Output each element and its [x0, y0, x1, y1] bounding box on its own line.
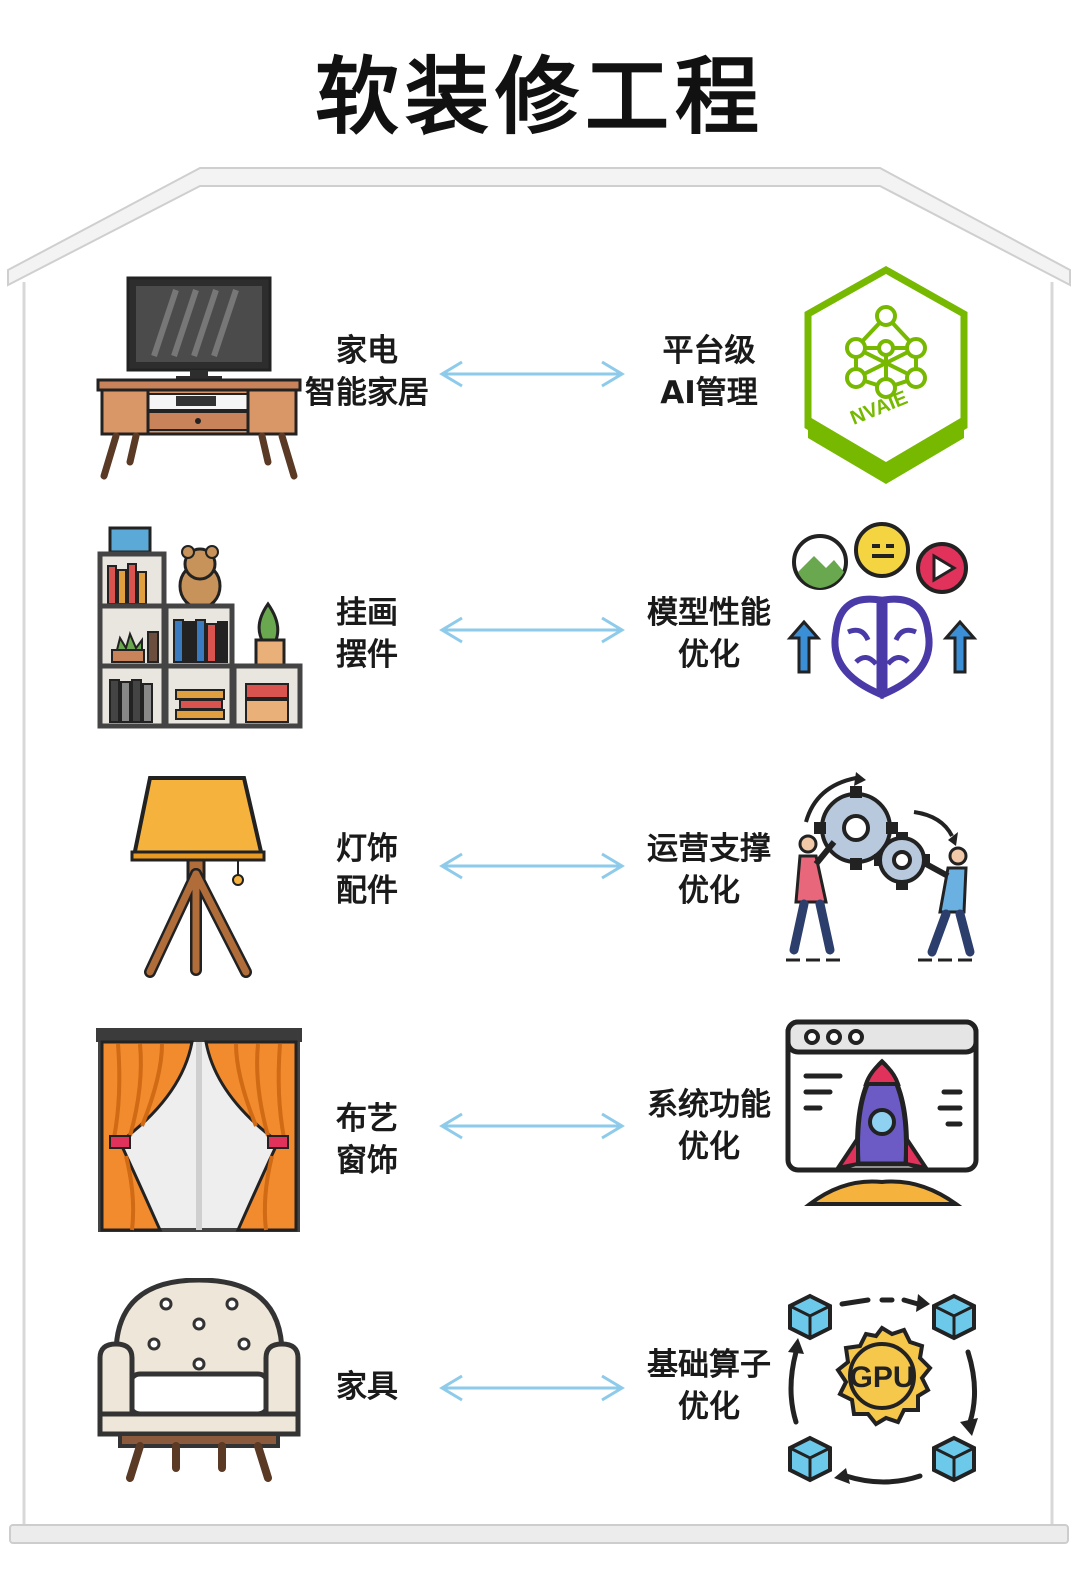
label-platform-ai: 平台级 AI管理 [660, 333, 758, 411]
curtains-icon [96, 1028, 302, 1232]
tv-cabinet-icon [96, 276, 302, 480]
label-ops-support: 运营支撑 优化 [647, 831, 771, 909]
double-arrow-1 [439, 360, 625, 388]
label-lighting: 灯饰 配件 [336, 831, 398, 909]
label-system-func: 系统功能 优化 [647, 1087, 771, 1165]
label-model-perf: 模型性能 优化 [647, 595, 771, 673]
double-arrow-4 [439, 1112, 625, 1140]
floor-lamp-icon [130, 776, 266, 978]
brain-performance-icon [786, 522, 978, 700]
double-arrow-2 [439, 616, 625, 644]
label-home-appliances: 家电 智能家居 [305, 333, 429, 411]
teamwork-gears-icon [786, 772, 978, 962]
label-wall-art: 挂画 摆件 [336, 595, 398, 673]
rocket-browser-icon [785, 1019, 979, 1206]
double-arrow-3 [439, 852, 625, 880]
bookshelf-icon [97, 526, 303, 729]
page-title: 软装修工程 [314, 48, 765, 146]
label-base-operator: 基础算子 优化 [647, 1347, 771, 1425]
armchair-icon [97, 1278, 301, 1482]
double-arrow-5 [439, 1374, 625, 1402]
label-fabric: 布艺 窗饰 [336, 1101, 398, 1179]
label-furniture: 家具 [336, 1369, 398, 1405]
gpu-cycle-icon: GPU [788, 1293, 978, 1485]
svg-text:GPU: GPU [849, 1361, 914, 1394]
nvaie-cube-icon: NVAIE [804, 266, 968, 484]
